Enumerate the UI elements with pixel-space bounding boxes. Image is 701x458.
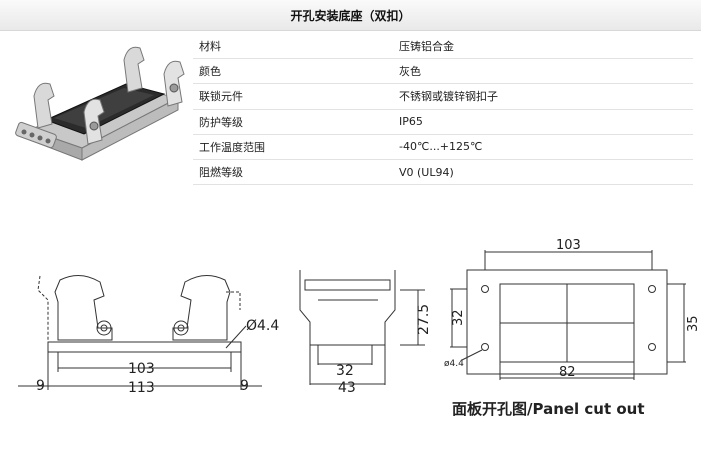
panel-bottom-label: 82 (559, 365, 576, 380)
panel-cutout-drawing (450, 250, 686, 380)
front-view-drawing (18, 275, 262, 390)
front-hole-label: Ø4.4 (246, 318, 279, 334)
spec-value: 不锈钢或镀锌钢扣子 (393, 83, 693, 110)
spec-label: 阻燃等级 (193, 159, 393, 186)
spec-value: IP65 (393, 109, 693, 135)
spec-label: 颜色 (193, 58, 393, 85)
panel-top-label: 103 (556, 238, 581, 253)
front-outer-label: 113 (128, 380, 155, 396)
spec-value: -40℃...+125℃ (393, 134, 693, 160)
spec-value: 压铸铝合金 (393, 34, 693, 60)
panel-cutout-caption: 面板开孔图/Panel cut out (452, 400, 645, 418)
front-inner-label: 103 (128, 361, 155, 377)
panel-right-label: 35 (686, 315, 701, 332)
panel-left-label: 32 (451, 309, 466, 326)
product-photo (15, 46, 185, 161)
side-view-drawing (299, 270, 425, 385)
spec-row: 工作温度范围-40℃...+125℃ (193, 134, 693, 160)
spec-row: 颜色灰色 (193, 58, 693, 85)
spec-label: 工作温度范围 (193, 134, 393, 160)
technical-drawings: Ø4.4 103 113 9 9 27.5 32 43 103 82 (18, 238, 701, 396)
spec-row: 材料压铸铝合金 (193, 34, 693, 60)
panel-hole-label: ø4.4 (444, 359, 464, 369)
spec-value: 灰色 (393, 58, 693, 85)
page-title: 开孔安装底座（双扣） (290, 9, 411, 23)
side-outer-label: 43 (338, 380, 356, 396)
spec-label: 材料 (193, 34, 393, 60)
spec-label: 联锁元件 (193, 83, 393, 110)
title-bar: 开孔安装底座（双扣） (0, 0, 701, 31)
spec-label: 防护等级 (193, 109, 393, 135)
side-height-label: 27.5 (416, 304, 432, 335)
spec-value: V0 (UL94) (393, 159, 693, 186)
spec-row: 联锁元件不锈钢或镀锌钢扣子 (193, 83, 693, 110)
front-left-gap-label: 9 (36, 378, 45, 394)
front-right-gap-label: 9 (240, 378, 249, 394)
side-inner-label: 32 (336, 363, 354, 379)
